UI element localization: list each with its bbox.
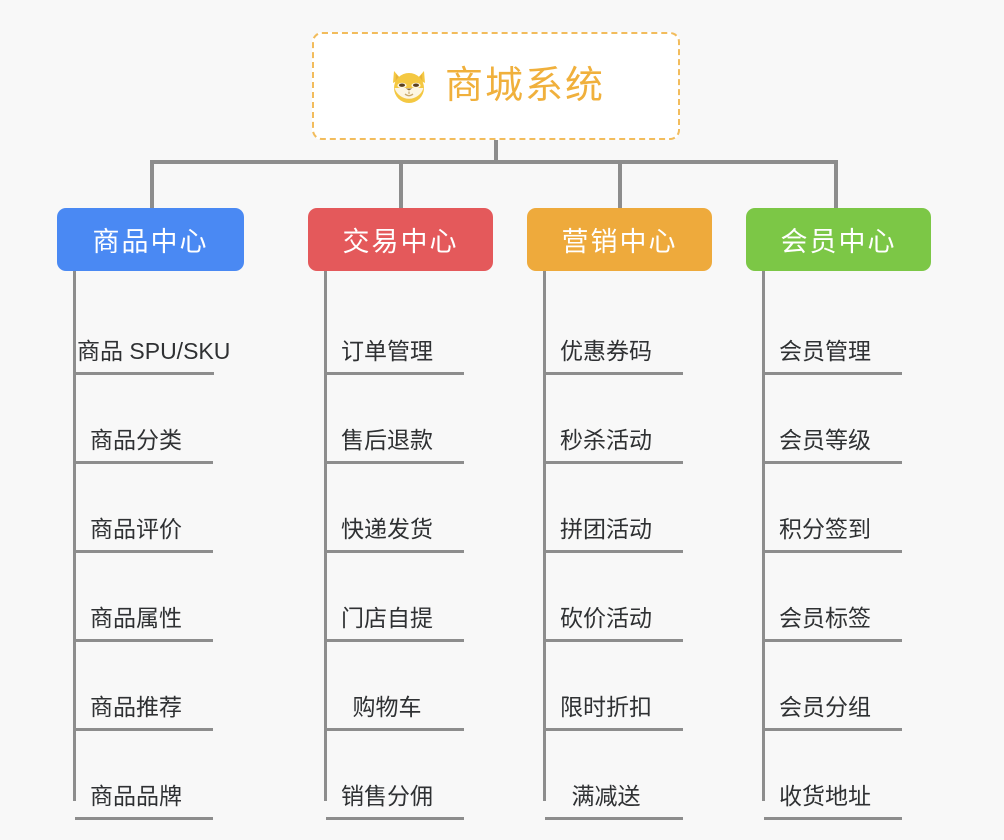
leaf-item-label: 销售分佣: [326, 785, 464, 820]
root-title: 商城系统: [444, 65, 605, 107]
leaf-item-label: 售后退款: [326, 429, 464, 464]
leaf-trunk: [543, 271, 546, 801]
leaf-item[interactable]: 会员标签: [762, 553, 931, 642]
leaf-item-label: 会员标签: [764, 607, 902, 642]
branch-marketing-center: 营销中心优惠券码秒杀活动拼团活动砍价活动限时折扣满减送: [527, 208, 712, 820]
leaf-trunk: [762, 271, 765, 801]
leaf-item-label: 商品分类: [75, 429, 213, 464]
branch-header-label: 营销中心: [561, 227, 678, 257]
leaf-item-label: 会员等级: [764, 429, 902, 464]
connector-stem: [494, 140, 498, 163]
connector-drop-3: [618, 160, 622, 208]
leaf-item[interactable]: 订单管理: [324, 286, 493, 375]
root-node[interactable]: 商城系统: [312, 32, 680, 140]
leaf-item-label: 商品属性: [75, 607, 213, 642]
leaf-item-label: 商品评价: [75, 518, 213, 553]
connector-drop-4: [834, 160, 838, 208]
leaf-item-label: 快递发货: [326, 518, 464, 553]
leaf-item[interactable]: 快递发货: [324, 464, 493, 553]
branch-header-trade-center[interactable]: 交易中心: [308, 208, 493, 271]
leaf-item[interactable]: 限时折扣: [543, 642, 712, 731]
leaf-list-product-center: 商品 SPU/SKU 商品分类商品评价商品属性商品推荐商品品牌: [73, 271, 244, 820]
leaf-item[interactable]: 商品分类: [73, 375, 244, 464]
leaf-item[interactable]: 门店自提: [324, 553, 493, 642]
leaf-item[interactable]: 砍价活动: [543, 553, 712, 642]
connector-bus: [150, 160, 838, 164]
branch-header-label: 交易中心: [342, 227, 459, 257]
leaf-item-label: 门店自提: [326, 607, 464, 642]
branch-header-label: 商品中心: [92, 227, 209, 257]
leaf-trunk: [324, 271, 327, 801]
leaf-item[interactable]: 商品属性: [73, 553, 244, 642]
leaf-item-label: 满减送: [545, 785, 683, 820]
leaf-list-member-center: 会员管理会员等级积分签到会员标签会员分组收货地址: [762, 271, 931, 820]
branch-header-member-center[interactable]: 会员中心: [746, 208, 931, 271]
shiba-dog-face-icon: [387, 64, 431, 108]
branch-product-center: 商品中心商品 SPU/SKU 商品分类商品评价商品属性商品推荐商品品牌: [57, 208, 244, 820]
leaf-item-label: 积分签到: [764, 518, 902, 553]
leaf-item[interactable]: 商品品牌: [73, 731, 244, 820]
leaf-list-trade-center: 订单管理售后退款快递发货门店自提购物车销售分佣: [324, 271, 493, 820]
leaf-item-label: 商品推荐: [75, 696, 213, 731]
leaf-item[interactable]: 满减送: [543, 731, 712, 820]
leaf-item[interactable]: 会员等级: [762, 375, 931, 464]
leaf-item[interactable]: 拼团活动: [543, 464, 712, 553]
leaf-item[interactable]: 会员分组: [762, 642, 931, 731]
leaf-item-label: 砍价活动: [545, 607, 683, 642]
connector-drop-1: [150, 160, 154, 208]
branch-header-label: 会员中心: [780, 227, 897, 257]
leaf-item[interactable]: 销售分佣: [324, 731, 493, 820]
leaf-item-label: 秒杀活动: [545, 429, 683, 464]
leaf-item-label: 收货地址: [764, 785, 902, 820]
leaf-trunk: [73, 271, 76, 801]
leaf-item-label: 会员管理: [764, 340, 902, 375]
connector-drop-2: [399, 160, 403, 208]
branch-header-marketing-center[interactable]: 营销中心: [527, 208, 712, 271]
leaf-item[interactable]: 收货地址: [762, 731, 931, 820]
leaf-item-label: 购物车: [326, 696, 464, 731]
leaf-item-label: 限时折扣: [545, 696, 683, 731]
leaf-item-label: 订单管理: [326, 340, 464, 375]
leaf-item[interactable]: 售后退款: [324, 375, 493, 464]
leaf-item[interactable]: 会员管理: [762, 286, 931, 375]
leaf-item[interactable]: 优惠券码: [543, 286, 712, 375]
leaf-item[interactable]: 商品 SPU/SKU: [73, 286, 244, 375]
branch-header-product-center[interactable]: 商品中心: [57, 208, 244, 271]
leaf-item-label: 商品 SPU/SKU: [75, 340, 230, 375]
branch-trade-center: 交易中心订单管理售后退款快递发货门店自提购物车销售分佣: [308, 208, 493, 820]
leaf-item-label: 商品品牌: [75, 785, 213, 820]
leaf-list-marketing-center: 优惠券码秒杀活动拼团活动砍价活动限时折扣满减送: [543, 271, 712, 820]
leaf-item[interactable]: 积分签到: [762, 464, 931, 553]
branch-member-center: 会员中心会员管理会员等级积分签到会员标签会员分组收货地址: [746, 208, 931, 820]
leaf-item-label: 拼团活动: [545, 518, 683, 553]
leaf-item[interactable]: 购物车: [324, 642, 493, 731]
leaf-item-label: 会员分组: [764, 696, 902, 731]
leaf-item[interactable]: 商品推荐: [73, 642, 244, 731]
leaf-item[interactable]: 秒杀活动: [543, 375, 712, 464]
leaf-item-label: 优惠券码: [545, 340, 683, 375]
leaf-item[interactable]: 商品评价: [73, 464, 244, 553]
